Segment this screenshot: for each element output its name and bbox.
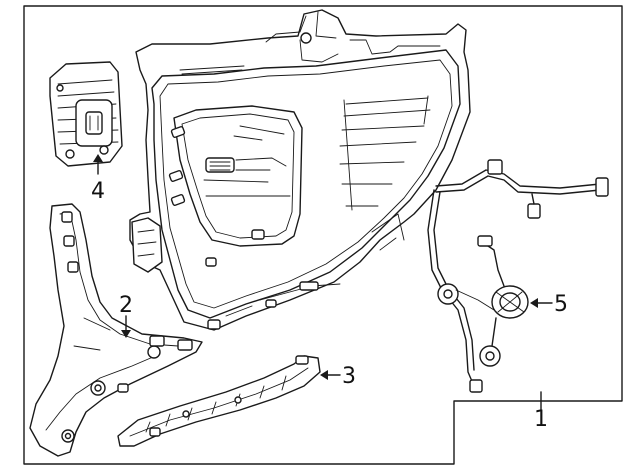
callout-1: 1 <box>534 407 548 432</box>
callout-3: 3 <box>342 364 356 389</box>
wiring-harness <box>427 159 609 393</box>
callout-5: 5 <box>554 292 568 317</box>
callout-4: 4 <box>91 179 105 204</box>
diagram-border <box>23 5 623 465</box>
callout-leaders <box>93 154 553 411</box>
mounting-bracket <box>29 203 203 457</box>
trim-bracket <box>117 355 321 447</box>
callout-2: 2 <box>119 293 133 318</box>
led-driver-module <box>49 61 123 167</box>
headlamp-housing <box>129 9 471 331</box>
